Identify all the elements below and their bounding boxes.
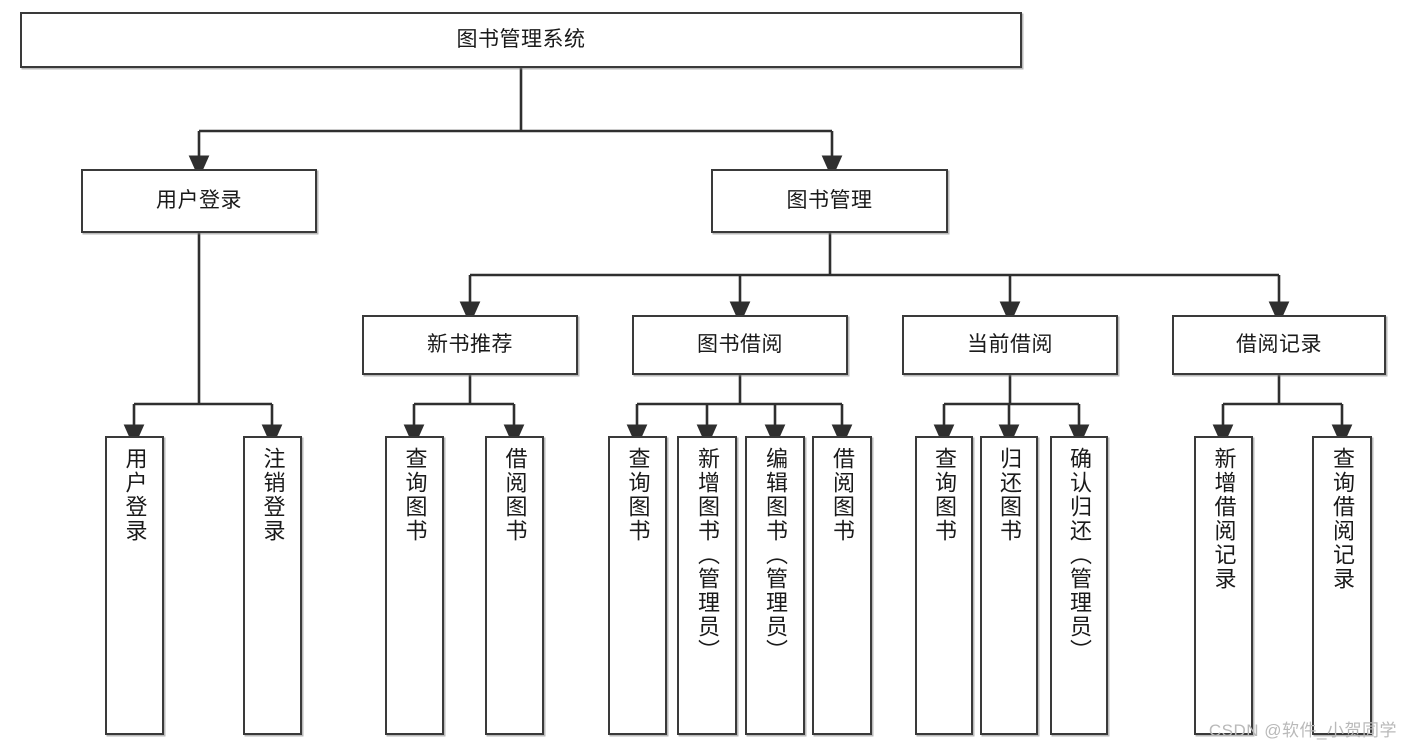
node-label: 借阅记录 <box>1236 332 1322 356</box>
node-label: 用户登录 <box>122 447 148 543</box>
node-leaf-query-book-current[interactable]: 查询图书 <box>915 436 973 735</box>
node-leaf-borrow-book-recommend[interactable]: 借阅图书 <box>485 436 544 735</box>
node-root-book-management-system[interactable]: 图书管理系统 <box>20 12 1022 68</box>
node-label: 查询图书 <box>625 447 651 543</box>
node-label: 查询借阅记录 <box>1330 447 1355 591</box>
node-leaf-add-borrow-record[interactable]: 新增借阅记录 <box>1194 436 1253 735</box>
node-leaf-query-borrow-record[interactable]: 查询借阅记录 <box>1312 436 1372 735</box>
node-label: 新书推荐 <box>427 332 513 356</box>
node-leaf-confirm-return[interactable]: 确认归还（管理员） <box>1050 436 1108 735</box>
node-label: 查询图书 <box>932 447 957 543</box>
node-leaf-return-book[interactable]: 归还图书 <box>980 436 1038 735</box>
node-leaf-add-book[interactable]: 新增图书（管理员） <box>677 436 737 735</box>
node-current-borrow[interactable]: 当前借阅 <box>902 315 1118 375</box>
node-label: 图书借阅 <box>697 332 783 356</box>
node-label: 新增借阅记录 <box>1211 447 1237 591</box>
node-label: 图书管理系统 <box>456 27 586 51</box>
node-leaf-query-book-recommend[interactable]: 查询图书 <box>385 436 444 735</box>
node-leaf-user-login[interactable]: 用户登录 <box>105 436 164 735</box>
node-book-management[interactable]: 图书管理 <box>711 169 948 233</box>
node-label: 图书管理 <box>786 188 873 212</box>
node-label: 借阅图书 <box>830 447 855 543</box>
node-label: 新增图书（管理员） <box>695 447 720 663</box>
node-leaf-borrow-book[interactable]: 借阅图书 <box>812 436 872 735</box>
node-label: 当前借阅 <box>967 332 1053 356</box>
node-label: 查询图书 <box>402 447 428 543</box>
node-new-book-recommend[interactable]: 新书推荐 <box>362 315 578 375</box>
node-label: 借阅图书 <box>502 447 528 543</box>
watermark: CSDN @软件_小贺同学 <box>1208 721 1397 740</box>
node-label: 用户登录 <box>156 188 242 212</box>
node-leaf-query-book-borrow[interactable]: 查询图书 <box>608 436 667 735</box>
node-borrow-record[interactable]: 借阅记录 <box>1172 315 1386 375</box>
node-book-borrow[interactable]: 图书借阅 <box>632 315 848 375</box>
node-leaf-logout-login[interactable]: 注销登录 <box>243 436 302 735</box>
node-label: 注销登录 <box>260 447 286 543</box>
node-leaf-edit-book[interactable]: 编辑图书（管理员） <box>745 436 805 735</box>
node-user-login[interactable]: 用户登录 <box>81 169 317 233</box>
node-label: 归还图书 <box>997 447 1022 543</box>
node-label: 确认归还（管理员） <box>1067 447 1092 663</box>
node-label: 编辑图书（管理员） <box>763 447 788 663</box>
